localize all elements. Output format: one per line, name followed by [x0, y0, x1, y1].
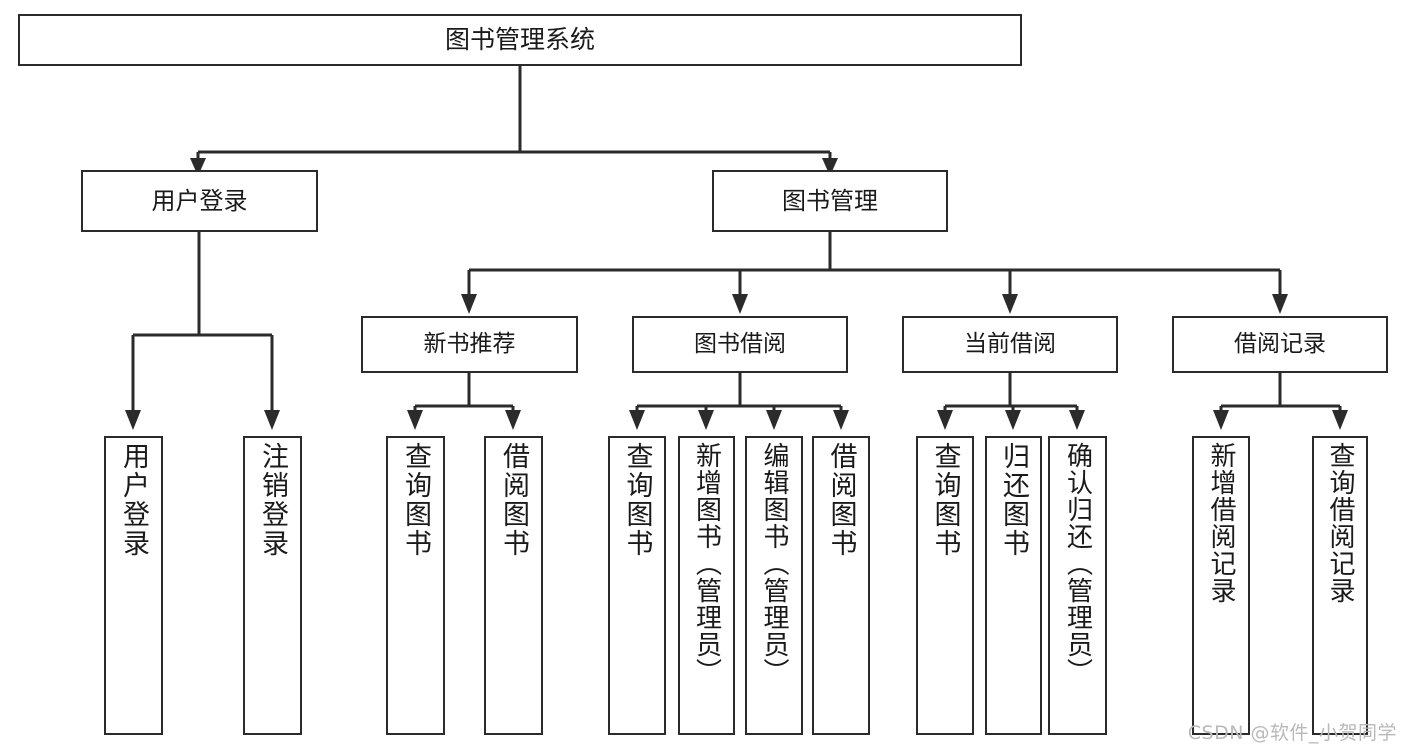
node-label: 归还图书 — [998, 442, 1029, 558]
node-label: 查询图书 — [400, 442, 431, 558]
node-new-book-rec[interactable]: 新书推荐 — [361, 316, 578, 373]
leaf-borrow-book-1[interactable]: 借阅图书 — [484, 436, 543, 735]
leaf-confirm-return[interactable]: 确认归还（管理员） — [1048, 436, 1107, 735]
node-book-borrow[interactable]: 图书借阅 — [632, 316, 848, 373]
edge-bookmanage-to-level3 — [461, 232, 1288, 314]
node-label: 图书管理系统 — [444, 25, 595, 55]
node-label: 图书管理 — [782, 186, 878, 215]
node-label: 确认归还（管理员） — [1062, 442, 1093, 685]
node-label: 编辑图书（管理员） — [759, 442, 789, 685]
node-label: 当前借阅 — [964, 330, 1056, 357]
csdn-watermark: CSDN @软件_小贺同学 — [1187, 722, 1397, 744]
edge-newbook-to-leaves — [407, 373, 521, 430]
node-label: 用户登录 — [118, 442, 149, 558]
node-current-borrow[interactable]: 当前借阅 — [902, 316, 1118, 373]
leaf-user-logout[interactable]: 注销登录 — [243, 436, 302, 735]
node-book-manage[interactable]: 图书管理 — [712, 170, 948, 232]
node-label: 借阅图书 — [498, 442, 529, 558]
node-label: 新增借阅记录 — [1206, 442, 1236, 604]
node-label: 查询图书 — [621, 442, 653, 558]
node-user-login[interactable]: 用户登录 — [81, 170, 318, 232]
edge-borrowrecord-to-leaves — [1213, 373, 1348, 430]
leaf-query-book-3[interactable]: 查询图书 — [916, 436, 974, 735]
node-label: 新增图书（管理员） — [691, 442, 722, 685]
node-label: 新书推荐 — [423, 330, 516, 357]
leaf-edit-book[interactable]: 编辑图书（管理员） — [745, 436, 803, 735]
edge-bookborrow-to-leaves — [629, 373, 849, 430]
leaf-query-book-1[interactable]: 查询图书 — [386, 436, 445, 735]
edge-userlogin-to-leaves — [125, 232, 280, 430]
node-label: 查询图书 — [929, 442, 961, 558]
node-label: 借阅记录 — [1234, 330, 1326, 357]
node-root-system[interactable]: 图书管理系统 — [18, 14, 1022, 66]
leaf-add-book[interactable]: 新增图书（管理员） — [678, 436, 735, 735]
node-borrow-record[interactable]: 借阅记录 — [1172, 316, 1388, 373]
leaf-user-login[interactable]: 用户登录 — [104, 436, 163, 735]
node-label: 用户登录 — [151, 186, 248, 215]
node-label: 查询借阅记录 — [1325, 442, 1355, 604]
edge-currentborrow-to-leaves — [937, 373, 1085, 430]
leaf-query-record[interactable]: 查询借阅记录 — [1312, 436, 1368, 735]
leaf-query-book-2[interactable]: 查询图书 — [608, 436, 666, 735]
edge-root-to-bus — [190, 66, 838, 176]
leaf-add-record[interactable]: 新增借阅记录 — [1192, 436, 1250, 735]
node-label: 借阅图书 — [825, 442, 857, 558]
leaf-borrow-book-2[interactable]: 借阅图书 — [812, 436, 870, 735]
leaf-return-book[interactable]: 归还图书 — [985, 436, 1042, 735]
node-label: 注销登录 — [257, 442, 288, 558]
node-label: 图书借阅 — [694, 330, 786, 357]
